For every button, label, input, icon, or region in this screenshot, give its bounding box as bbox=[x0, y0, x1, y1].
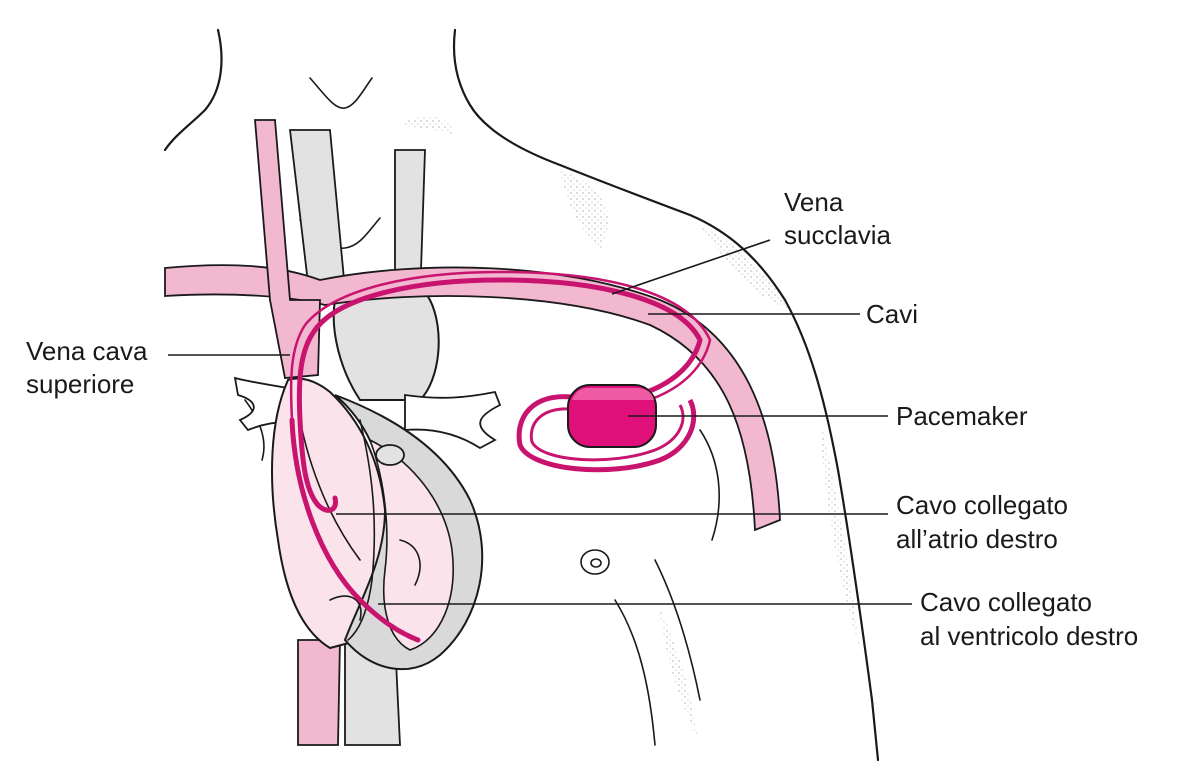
label-cavo-ventricolo-1: Cavo collegato bbox=[920, 587, 1092, 617]
label-cavo-atrio-1: Cavo collegato bbox=[896, 490, 1068, 520]
label-pacemaker: Pacemaker bbox=[896, 401, 1028, 431]
pacemaker-device bbox=[567, 384, 657, 448]
superior-vena-cava bbox=[254, 119, 321, 379]
label-cavo-atrio-2: all’atrio destro bbox=[896, 524, 1058, 554]
body-outline bbox=[163, 28, 880, 762]
nipple bbox=[580, 549, 610, 575]
leader-lines bbox=[168, 239, 912, 605]
label-vena-cava-1: Vena cava bbox=[26, 336, 148, 366]
label-cavi: Cavi bbox=[866, 299, 918, 329]
label-cavo-ventricolo-2: al ventricolo destro bbox=[920, 621, 1138, 651]
label-vena-cava-2: superiore bbox=[26, 369, 134, 399]
labels: Vena succlavia Cavi Vena cava superiore … bbox=[26, 187, 1138, 651]
label-vena-succlavia-1: Vena bbox=[784, 187, 844, 217]
inferior-vena-cava bbox=[297, 639, 341, 746]
pacemaker-leads bbox=[289, 270, 712, 643]
leader-vena-succlavia bbox=[611, 239, 771, 295]
label-vena-succlavia-2: succlavia bbox=[784, 220, 891, 250]
